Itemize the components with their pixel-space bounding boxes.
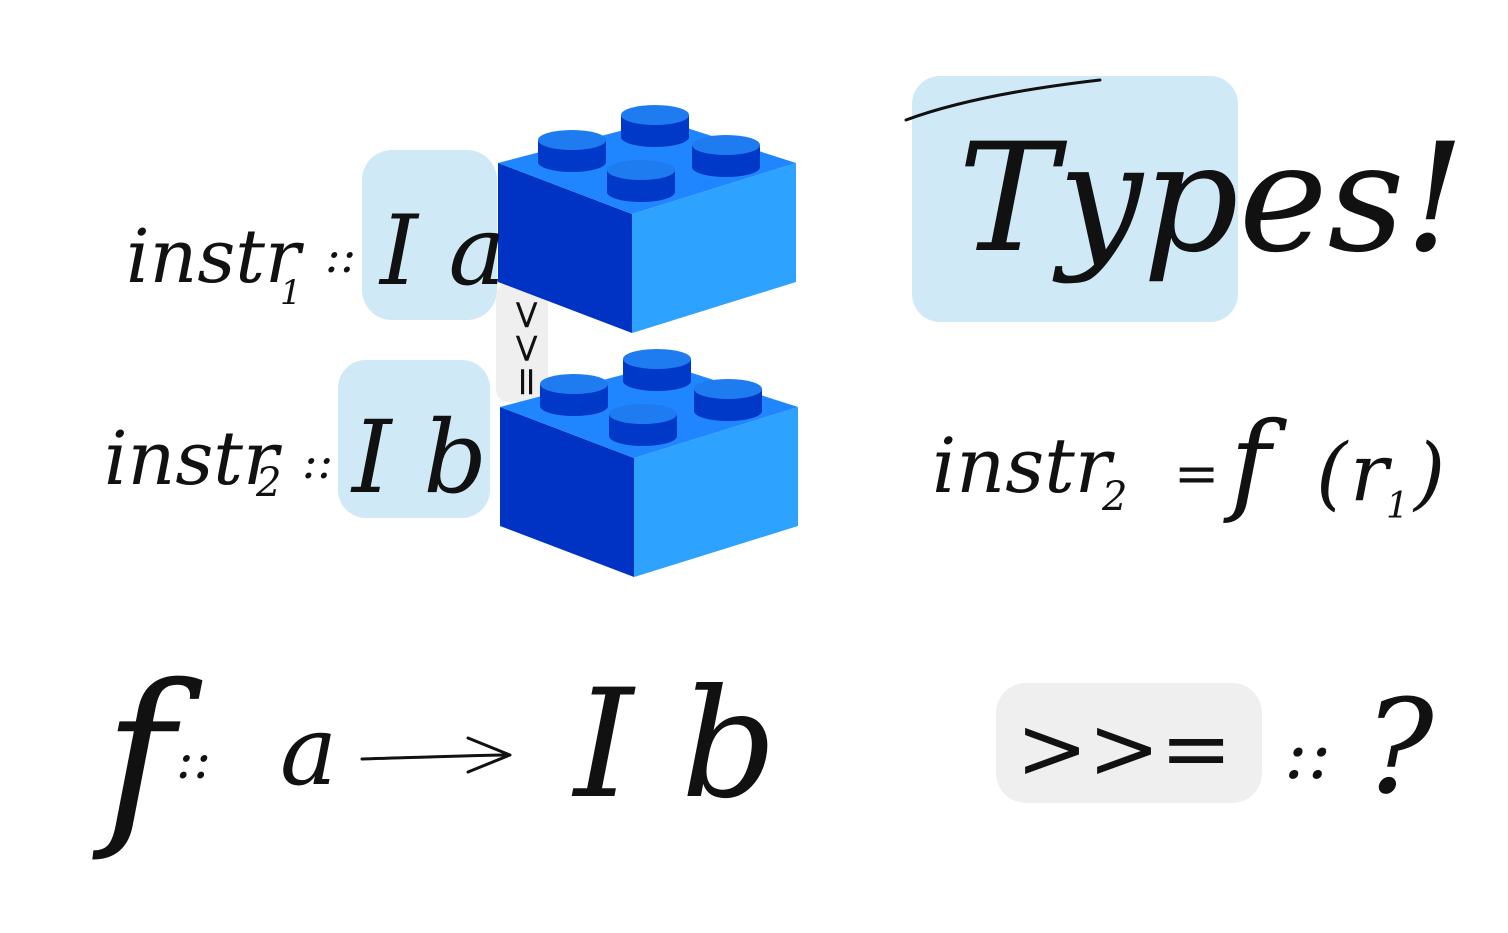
instr1-type: I a [378,195,506,307]
equation-lhs-name: instr [932,421,1116,510]
instr1-subscript: 1 [280,273,302,313]
instr1-type-op: :: [325,229,356,283]
bind-type-question: >>= :: ? [1016,671,1435,823]
brick-front-face [500,407,634,577]
instr2-name: instr [104,416,283,502]
signature-f: f :: a I b [92,644,777,865]
equation-func: f [1223,398,1287,526]
equation-close-paren: ) [1412,426,1445,519]
equation-equals: = [1174,442,1219,505]
type-signature-instr1: instr 1 :: I a [126,195,506,313]
brick-front-face [498,163,632,333]
equation-arg-subscript: 1 [1386,486,1409,527]
bind-operator-vertical: >>= [504,298,550,399]
highlight-bind-operator [996,683,1262,803]
equation-lhs-subscript: 2 [1101,474,1127,520]
type-signature-instr2: instr 2 :: I b [104,399,487,516]
title-types: Types! [958,112,1465,286]
lego-brick-icon [498,105,796,333]
lego-brick-icon [500,349,798,577]
instr2-type: I b [350,399,487,516]
instr2-type-op: :: [302,435,333,489]
highlight-title [912,76,1238,322]
question-mark: ? [1364,671,1435,823]
highlight-type-ib [338,360,490,518]
brick-studs [540,349,762,446]
brick-studs [538,105,760,202]
signature-arg-type: a [280,695,337,807]
equation-open-paren: ( [1316,426,1349,519]
brick-side-face [632,163,796,333]
highlight-type-ia [362,150,497,320]
equation-instr2: instr 2 = f ( r 1 ) [932,398,1445,527]
brick-side-face [634,407,798,577]
signature-return-type: I b [571,658,777,832]
highlight-bind-vertical [496,284,548,402]
instr2-subscript: 2 [255,460,281,506]
instr1-name: instr [126,214,305,300]
question-separator: :: [1284,713,1331,795]
signature-op: :: [176,731,211,791]
title-overline-stroke [904,78,1102,122]
arrow-icon [360,736,512,774]
equation-arg: r [1350,426,1393,519]
question-operator: >>= [1016,699,1232,799]
